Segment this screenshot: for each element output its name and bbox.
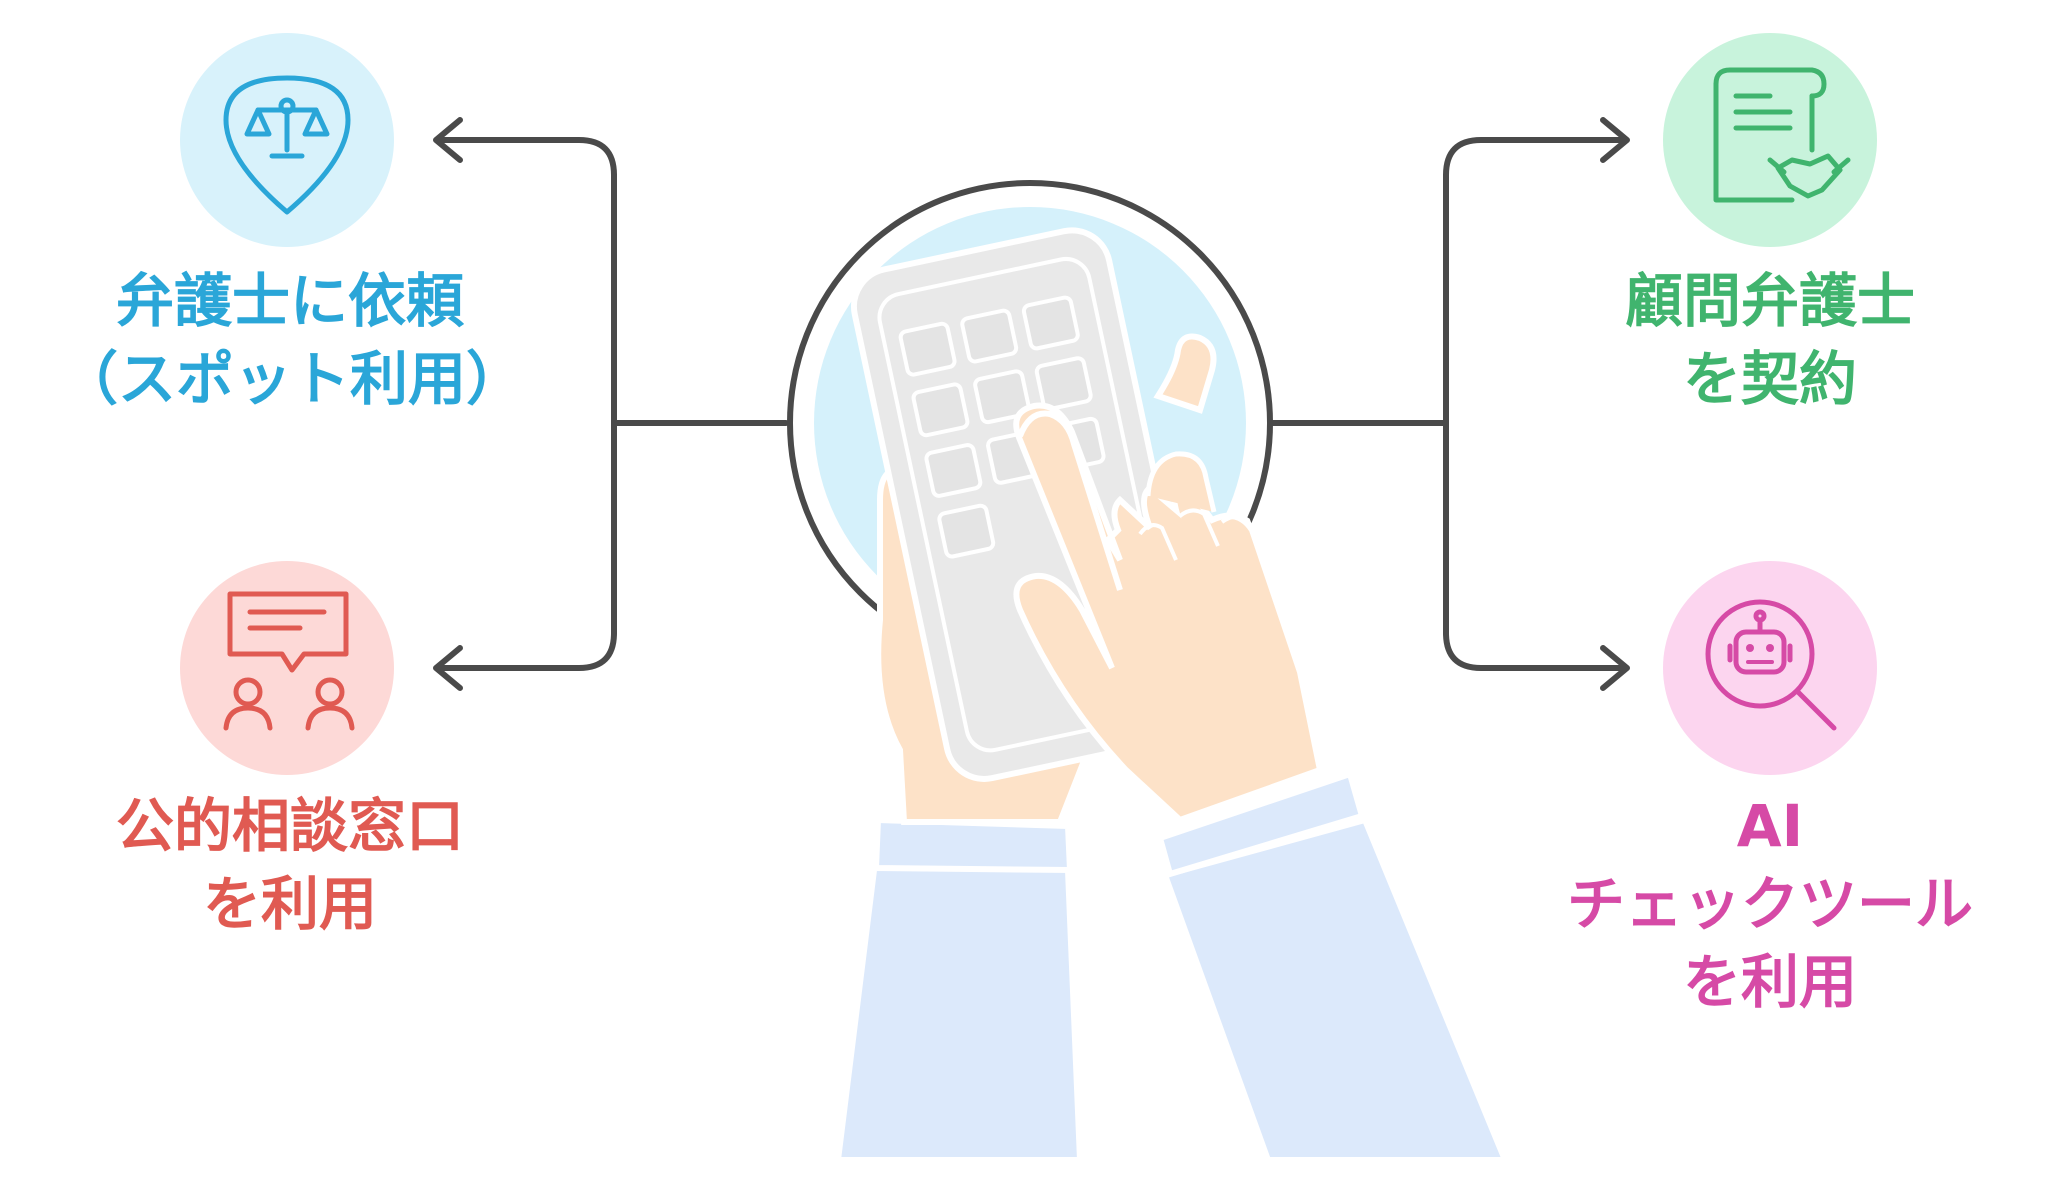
scales-pin-icon: [180, 33, 394, 247]
ai-robot-search-icon: [1663, 561, 1877, 775]
option-label-spot-lawyer: 弁護士に依頼 （スポット利用）: [60, 262, 525, 418]
option-label-line: AI: [1736, 792, 1804, 860]
consultation-chat-icon: [180, 561, 394, 775]
option-label-line: 公的相談窓口: [115, 792, 464, 860]
option-label-line: チェックツール: [1566, 870, 1973, 938]
option-label-line: （スポット利用）: [60, 345, 525, 413]
option-label-line: を利用: [1682, 948, 1857, 1016]
hand-tapping-smartphone-icon: [787, 180, 1510, 1163]
option-label-ai-check-tool: AI チェックツール を利用: [1540, 787, 2000, 1021]
option-label-line: を契約: [1682, 345, 1857, 413]
option-label-retainer-lawyer: 顧問弁護士 を契約: [1540, 262, 2000, 418]
connector-right: [1269, 117, 1630, 691]
option-label-line: 弁護士に依頼: [115, 267, 464, 335]
option-label-public-consultation: 公的相談窓口 を利用: [60, 787, 520, 943]
option-label-line: を利用: [202, 870, 377, 938]
robot-eye-left-icon: [1746, 644, 1754, 652]
robot-eye-right-icon: [1766, 644, 1774, 652]
option-label-line: 顧問弁護士: [1624, 267, 1915, 335]
connector-left: [433, 117, 789, 691]
contract-handshake-icon: [1663, 33, 1877, 247]
